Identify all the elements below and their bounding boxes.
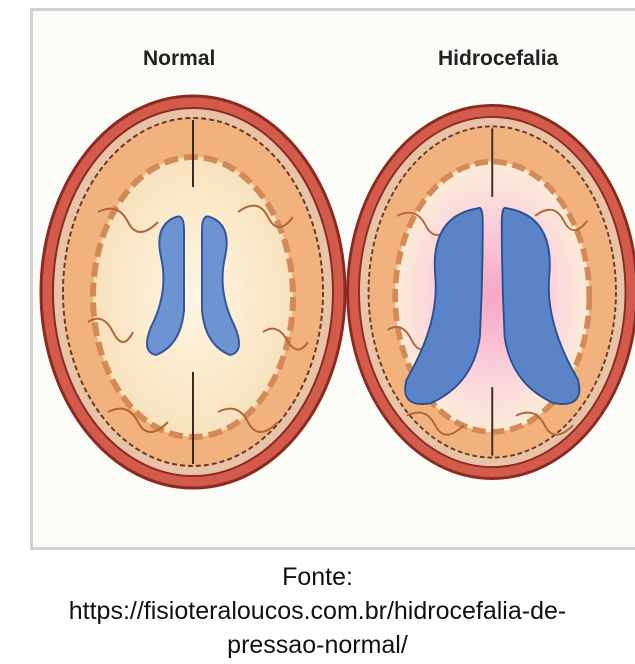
caption-line-1: Fonte: — [0, 560, 635, 594]
hydrocephalus-label: Hidrocefalia — [438, 47, 558, 71]
caption-line-3: pressao-normal/ — [0, 628, 635, 662]
hydrocephalus-brain-cross-section — [340, 92, 635, 492]
caption-line-2: https://fisioteraloucos.com.br/hidrocefa… — [0, 594, 635, 628]
normal-label: Normal — [143, 47, 215, 71]
normal-brain-cross-section — [38, 92, 348, 492]
source-caption: Fonte: https://fisioteraloucos.com.br/hi… — [0, 560, 635, 662]
